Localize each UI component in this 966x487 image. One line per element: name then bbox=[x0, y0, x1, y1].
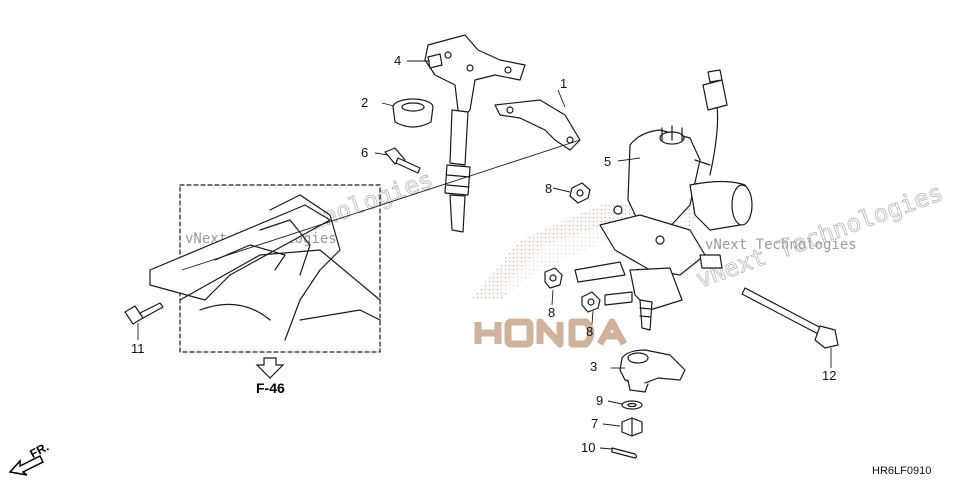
callout-5: 5 bbox=[604, 154, 612, 169]
cotter-pin-10 bbox=[611, 447, 638, 459]
diagram-code: HR6LF0910 bbox=[872, 465, 932, 477]
reference-label: F-46 bbox=[256, 380, 285, 396]
nut-8-left bbox=[544, 267, 563, 289]
vehicle-frame bbox=[149, 194, 381, 341]
bolt-11 bbox=[124, 302, 164, 325]
eps-unit bbox=[574, 69, 753, 331]
callout-10: 10 bbox=[581, 440, 596, 455]
eps-connector bbox=[694, 159, 711, 166]
leader-lines bbox=[137, 60, 832, 450]
callout-11: 11 bbox=[131, 341, 145, 356]
callout-1: 1 bbox=[560, 76, 568, 91]
clamp-bracket bbox=[494, 99, 581, 151]
bolt-6 bbox=[384, 147, 421, 174]
callout-8-left: 8 bbox=[548, 305, 556, 320]
nut-8-upper bbox=[569, 182, 591, 204]
reference-arrow bbox=[255, 357, 285, 379]
washer-9 bbox=[621, 400, 643, 410]
clip-4 bbox=[427, 53, 443, 69]
callout-12: 12 bbox=[822, 368, 837, 383]
callout-3: 3 bbox=[590, 359, 598, 374]
callout-9: 9 bbox=[596, 393, 604, 408]
svg-text:vNext Technologies: vNext Technologies bbox=[705, 237, 857, 253]
nut-7 bbox=[621, 417, 643, 437]
callout-2: 2 bbox=[361, 95, 369, 110]
nut-8-right bbox=[581, 291, 601, 313]
direction-arrow-icon bbox=[8, 454, 45, 476]
callout-6: 6 bbox=[361, 145, 369, 160]
bolt-12 bbox=[741, 287, 839, 349]
seal-ring bbox=[392, 98, 434, 128]
steering-shaft bbox=[424, 34, 526, 233]
pitman-arm bbox=[619, 349, 686, 393]
callout-7: 7 bbox=[591, 416, 599, 431]
callout-8-right: 8 bbox=[586, 324, 594, 339]
callout-4: 4 bbox=[394, 53, 402, 68]
callout-8-upper: 8 bbox=[545, 181, 553, 196]
